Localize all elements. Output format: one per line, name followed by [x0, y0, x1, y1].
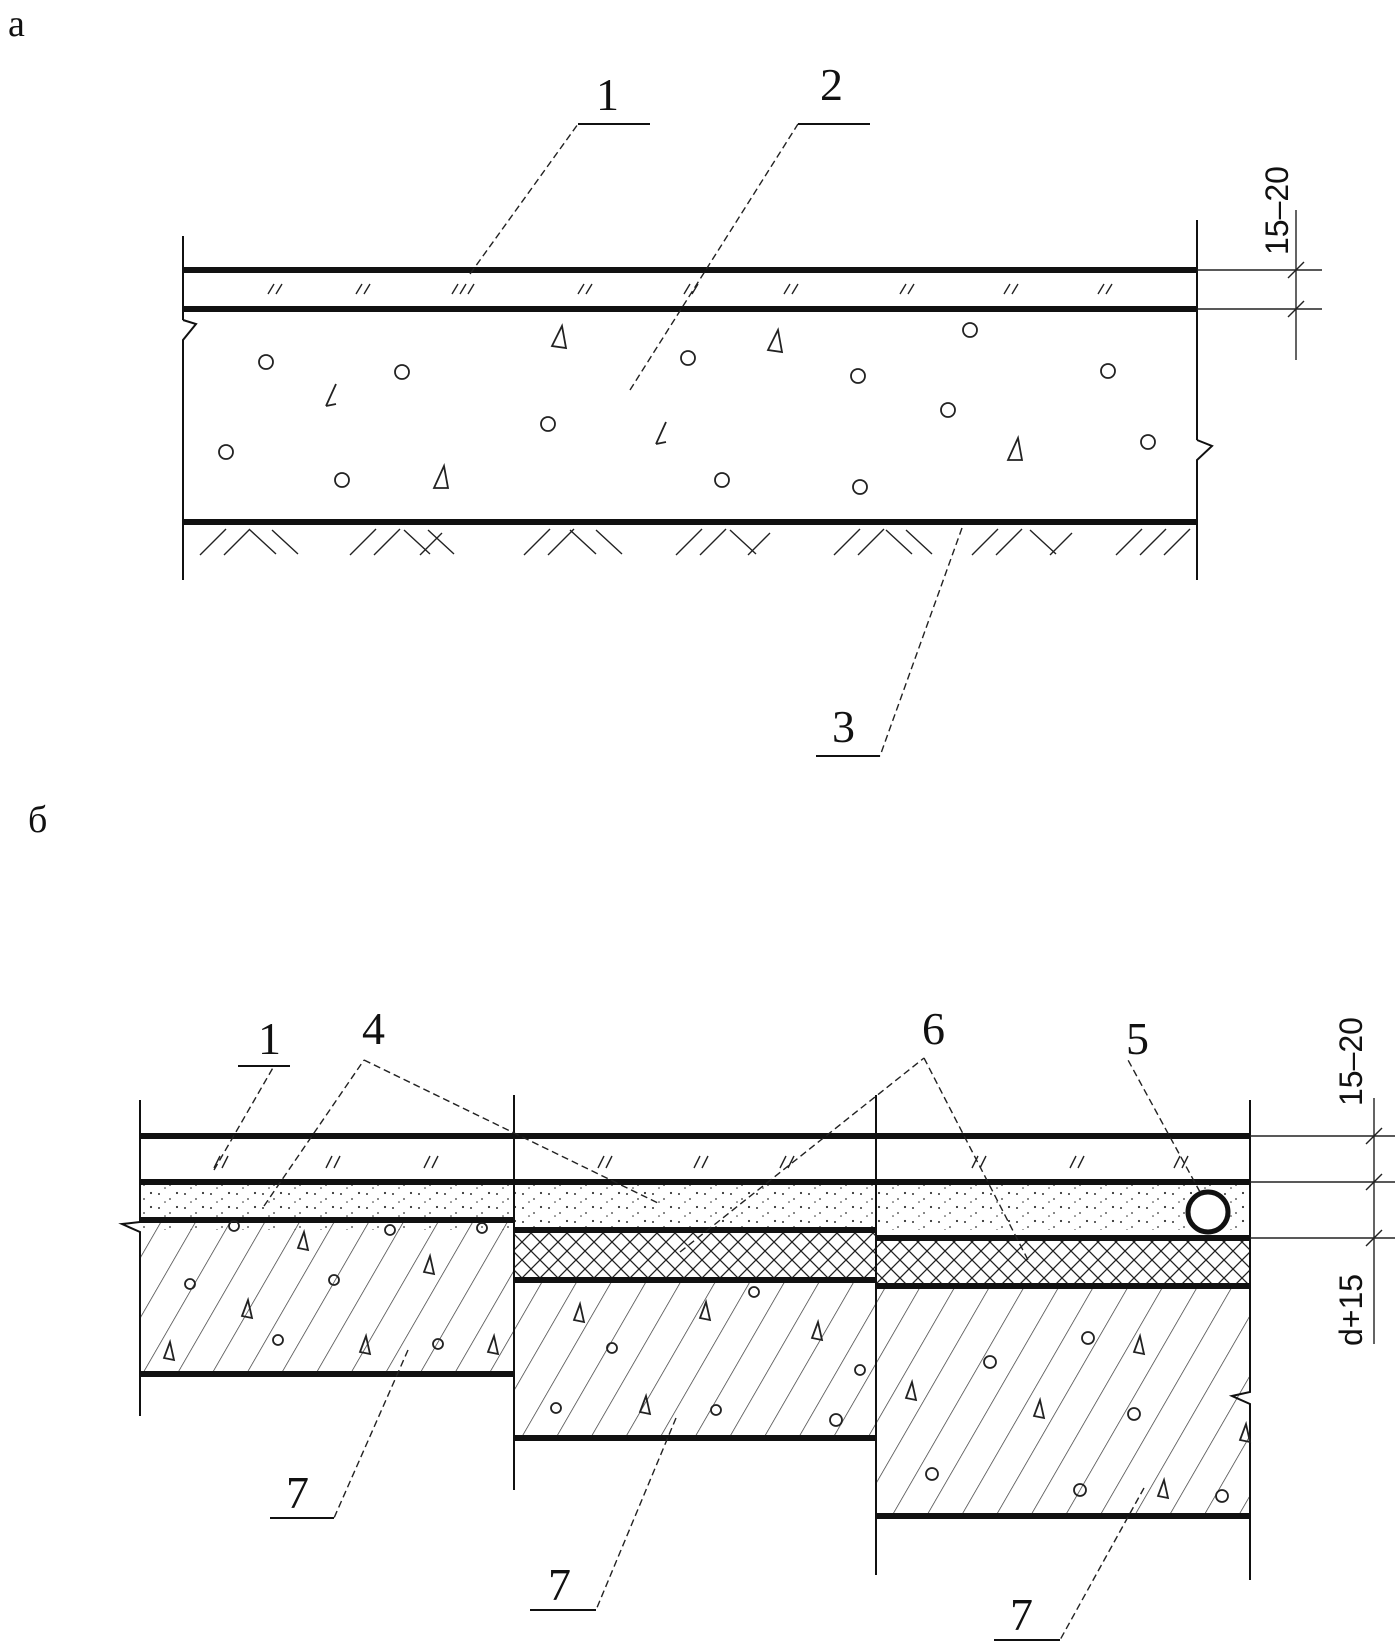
panel-b-left-edge	[118, 1100, 141, 1416]
panel-b-callout-7-right: 7	[994, 1487, 1145, 1641]
panel-a-callout-2: 2	[629, 59, 870, 391]
panel-b-callout-7a-text: 7	[286, 1467, 309, 1518]
panel-a-callout-1: 1	[469, 69, 650, 275]
panel-b-callout-1-text: 1	[258, 1013, 281, 1064]
panel-b: б	[28, 799, 1395, 1641]
panel-a-callout-1-text: 1	[596, 69, 619, 120]
panel-a-right-break	[1196, 439, 1214, 580]
panel-b-callout-7-middle: 7	[530, 1417, 677, 1611]
panel-b-callout-7-left: 7	[270, 1349, 409, 1519]
panel-a: а	[8, 3, 1322, 757]
panel-a-callout-3-text: 3	[832, 701, 855, 752]
panel-b-finish-hatch	[213, 1155, 1189, 1169]
panel-a-callout-2-text: 2	[820, 59, 843, 110]
panel-a-dimension: 15–20	[1197, 166, 1322, 360]
panel-b-callout-5: 5	[1126, 1013, 1201, 1193]
panel-b-callout-6: 6	[679, 1003, 1029, 1261]
panel-b-sec3-concrete	[876, 1286, 1250, 1516]
panel-b-right-edge	[1228, 1100, 1251, 1580]
panel-b-sec2-concrete	[514, 1280, 876, 1438]
panel-b-sec2-insulation	[514, 1228, 876, 1280]
panel-b-callout-7c-text: 7	[1010, 1589, 1033, 1640]
panel-b-dim-d15: d+15	[1333, 1274, 1369, 1346]
panel-b-callout-6-text: 6	[922, 1003, 945, 1054]
panel-b-callout-1: 1	[213, 1013, 290, 1171]
panel-a-letter: а	[8, 3, 25, 45]
panel-a-finish-hatch	[267, 283, 1113, 295]
panel-b-callout-5-text: 5	[1126, 1013, 1149, 1064]
panel-b-sec3-insulation	[876, 1236, 1250, 1286]
panel-a-dim-label: 15–20	[1259, 166, 1295, 255]
panel-b-callout-4-text: 4	[362, 1003, 385, 1054]
panel-a-concrete-aggregate	[218, 322, 1156, 495]
panel-a-callout-3: 3	[816, 527, 963, 757]
panel-b-concrete-aggregate	[162, 1220, 1252, 1503]
panel-b-callout-4: 4	[263, 1003, 661, 1207]
panel-b-dimensions: 15–20 d+15	[1250, 1017, 1395, 1346]
panel-b-callout-7b-text: 7	[548, 1559, 571, 1610]
heating-pipe	[1185, 1189, 1231, 1235]
panel-b-sec1-concrete	[140, 1218, 514, 1374]
panel-b-dim-15-20: 15–20	[1333, 1017, 1369, 1106]
panel-b-letter: б	[28, 799, 47, 841]
panel-a-soil-hatch	[199, 528, 1191, 556]
panel-a-left-break	[182, 319, 198, 580]
